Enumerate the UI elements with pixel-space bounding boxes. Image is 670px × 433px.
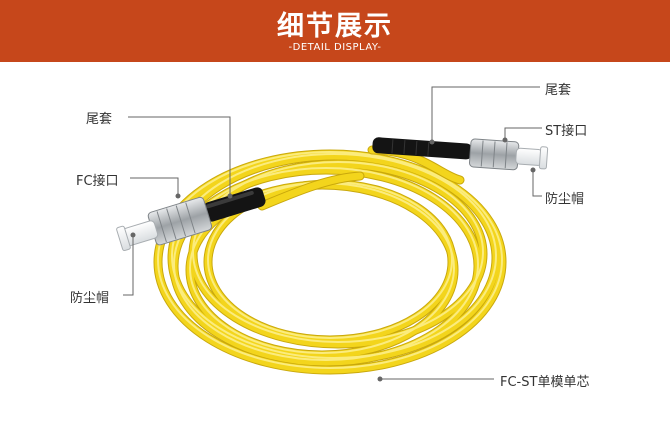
callout-left-boot: 尾套: [86, 112, 113, 127]
page-subtitle: -DETAIL DISPLAY-: [288, 42, 382, 53]
leader-dots: [130, 137, 536, 382]
callout-left-dust-cap: 防尘帽: [70, 291, 110, 306]
cable-coil: [153, 145, 507, 375]
left-boot: [203, 187, 266, 222]
header-banner: 细节展示 -DETAIL DISPLAY-: [0, 0, 670, 62]
right-boot: [372, 137, 473, 160]
leader-lines: [123, 86, 542, 380]
right-dust-cap: [515, 147, 543, 166]
st-connector: [372, 137, 549, 171]
callout-right-boot: 尾套: [545, 83, 572, 98]
callout-fc-connector: FC接口: [76, 174, 119, 189]
callout-st-connector: ST接口: [545, 124, 588, 139]
fc-connector: [116, 187, 266, 252]
callout-cable: FC-ST单模单芯: [500, 375, 590, 390]
callout-right-dust-cap: 防尘帽: [545, 192, 585, 207]
page-title: 细节展示: [277, 11, 393, 42]
